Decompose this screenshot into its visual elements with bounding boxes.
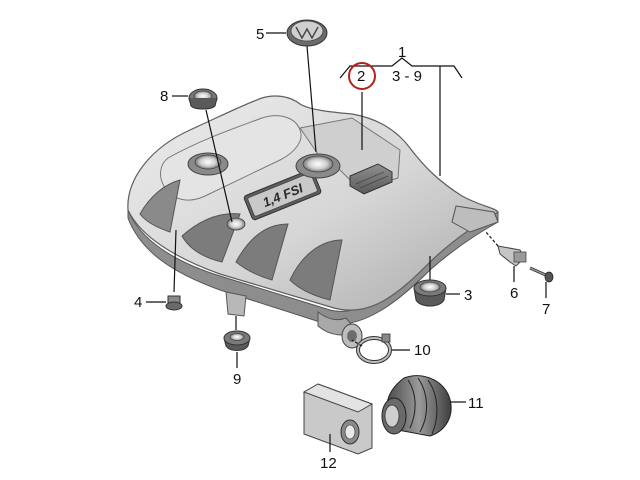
callout-4: 4	[134, 294, 142, 311]
callout-10: 10	[414, 342, 431, 359]
callout-9: 9	[233, 371, 241, 388]
cover-plate-part	[302, 383, 374, 455]
assembly-bracket	[339, 57, 463, 176]
stud-part-left	[165, 295, 183, 311]
grommet-part-right	[413, 279, 447, 307]
emblem-part	[286, 19, 328, 47]
hose-clamp-part	[356, 333, 392, 364]
grommet-part	[188, 88, 218, 110]
bracket-part	[497, 245, 527, 267]
callout-3: 3	[464, 287, 472, 304]
callout-8: 8	[160, 88, 168, 105]
callout-5: 5	[256, 26, 264, 43]
screw-part	[529, 266, 554, 283]
callout-7: 7	[542, 301, 550, 318]
callout-11: 11	[468, 395, 484, 412]
callout-2: 2	[357, 68, 365, 85]
callout-3-9: 3 - 9	[392, 68, 422, 85]
intake-boot-part	[381, 375, 452, 437]
highlight-circle	[348, 62, 376, 90]
callout-1: 1	[398, 44, 406, 61]
grommet-part-bottom	[223, 330, 251, 351]
engine-cover: 1,4 FSI	[127, 95, 499, 349]
callout-6: 6	[510, 285, 518, 302]
callout-12: 12	[320, 455, 337, 472]
